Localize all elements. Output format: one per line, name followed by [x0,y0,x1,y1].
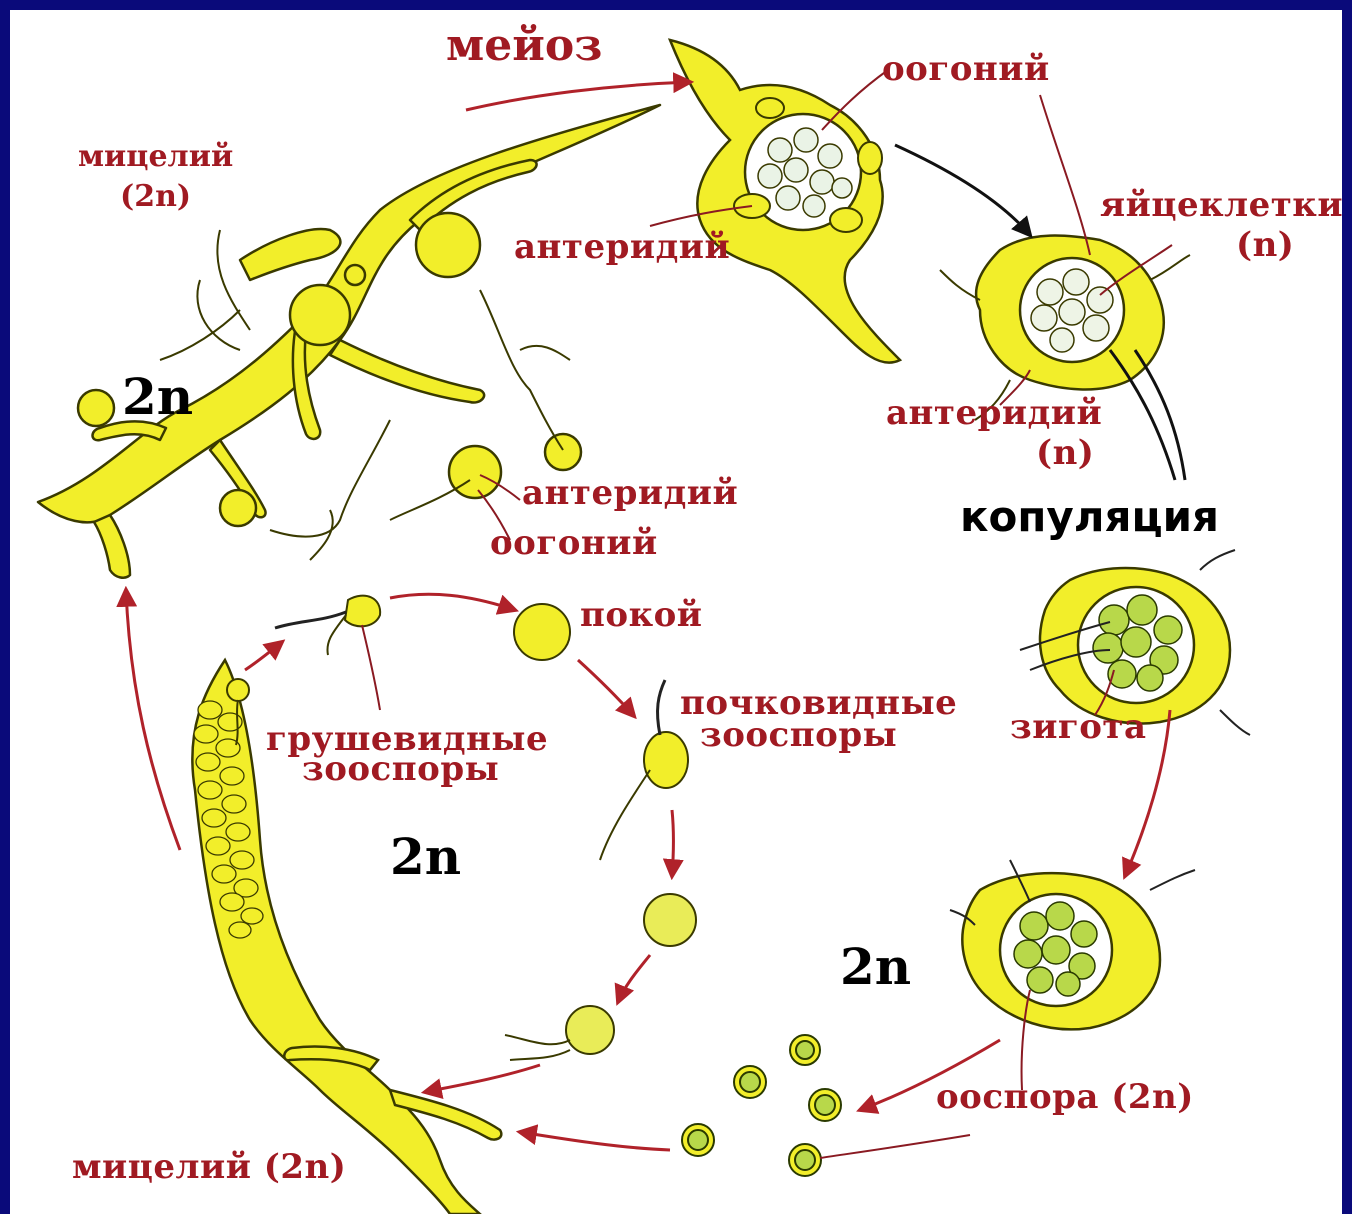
life-cycle-diagram: мейоз мицелий (2n) 2n оогоний антеридий … [10,10,1342,1214]
label-ploidy-center: 2n [390,832,461,882]
label-oospore: ооспора (2n) [936,1080,1194,1114]
label-antheridium-right-ploidy: (n) [1036,436,1094,470]
label-antheridium-right: антеридий [886,396,1102,430]
label-mycelium-top-ploidy: (2n) [120,182,191,212]
oospore-structure [950,860,1195,1029]
label-antheridium-top: антеридий [514,230,730,264]
label-kidney-zoospores-2: зооспоры [700,718,897,752]
label-rest: покой [580,598,703,632]
label-meiosis: мейоз [446,24,602,68]
label-egg-cells: яйцеклетки [1100,188,1342,222]
label-mycelium-top: мицелий [78,142,233,172]
label-pear-zoospores-2: зооспоры [302,752,499,786]
label-copulation: копуляция [960,496,1219,538]
label-ploidy-bottom-right: 2n [840,942,911,992]
label-zygote: зигота [1010,710,1147,744]
label-oogonium-top: оогоний [882,52,1050,86]
label-ploidy-left: 2n [122,372,193,422]
black-arrow [895,145,1030,235]
label-antheridium-mid: антеридий [522,476,738,510]
label-oogonium-mid: оогоний [490,526,658,560]
label-mycelium-bottom: мицелий (2n) [72,1150,346,1184]
label-egg-cells-ploidy: (n) [1236,228,1294,262]
free-oospores [682,1035,841,1176]
